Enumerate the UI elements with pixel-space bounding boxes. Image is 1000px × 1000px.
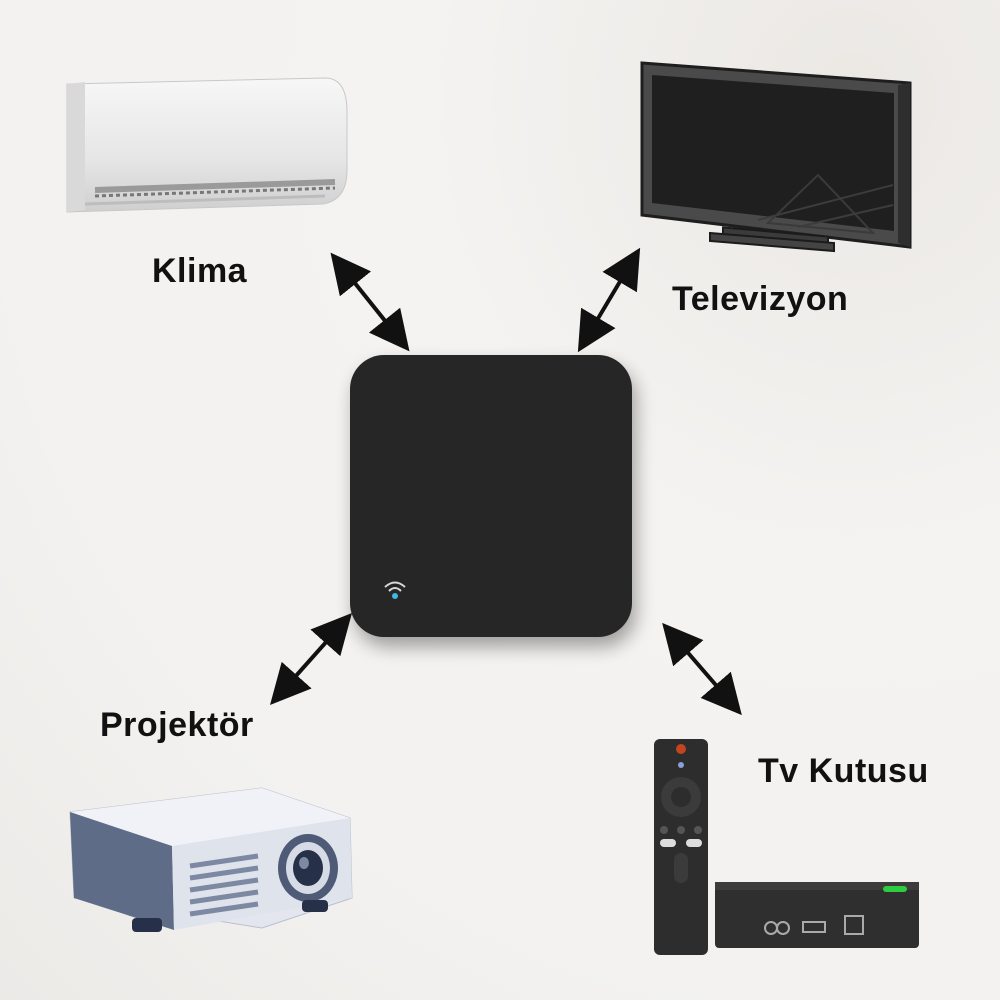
- microphone-icon: [678, 762, 684, 768]
- label-klima: Klima: [152, 252, 248, 290]
- arrow-tv-kutusu: [662, 622, 742, 716]
- label-projektor: Projektör: [100, 706, 254, 744]
- label-tv-kutusu: Tv Kutusu: [758, 752, 929, 790]
- tv-box-image: [715, 882, 919, 948]
- arrow-klima: [330, 252, 410, 352]
- power-icon: [676, 744, 686, 754]
- arrow-televizyon: [577, 247, 641, 353]
- air-conditioner-image: [66, 77, 348, 213]
- wifi-icon: [384, 581, 406, 599]
- label-televizyon: Televizyon: [672, 280, 849, 318]
- status-light: [883, 886, 907, 892]
- ir-hub-device: [350, 355, 632, 637]
- remote-control-image: [654, 739, 708, 955]
- television-image: [640, 61, 912, 253]
- projector-image: [69, 787, 353, 932]
- arrow-projektor: [270, 613, 352, 705]
